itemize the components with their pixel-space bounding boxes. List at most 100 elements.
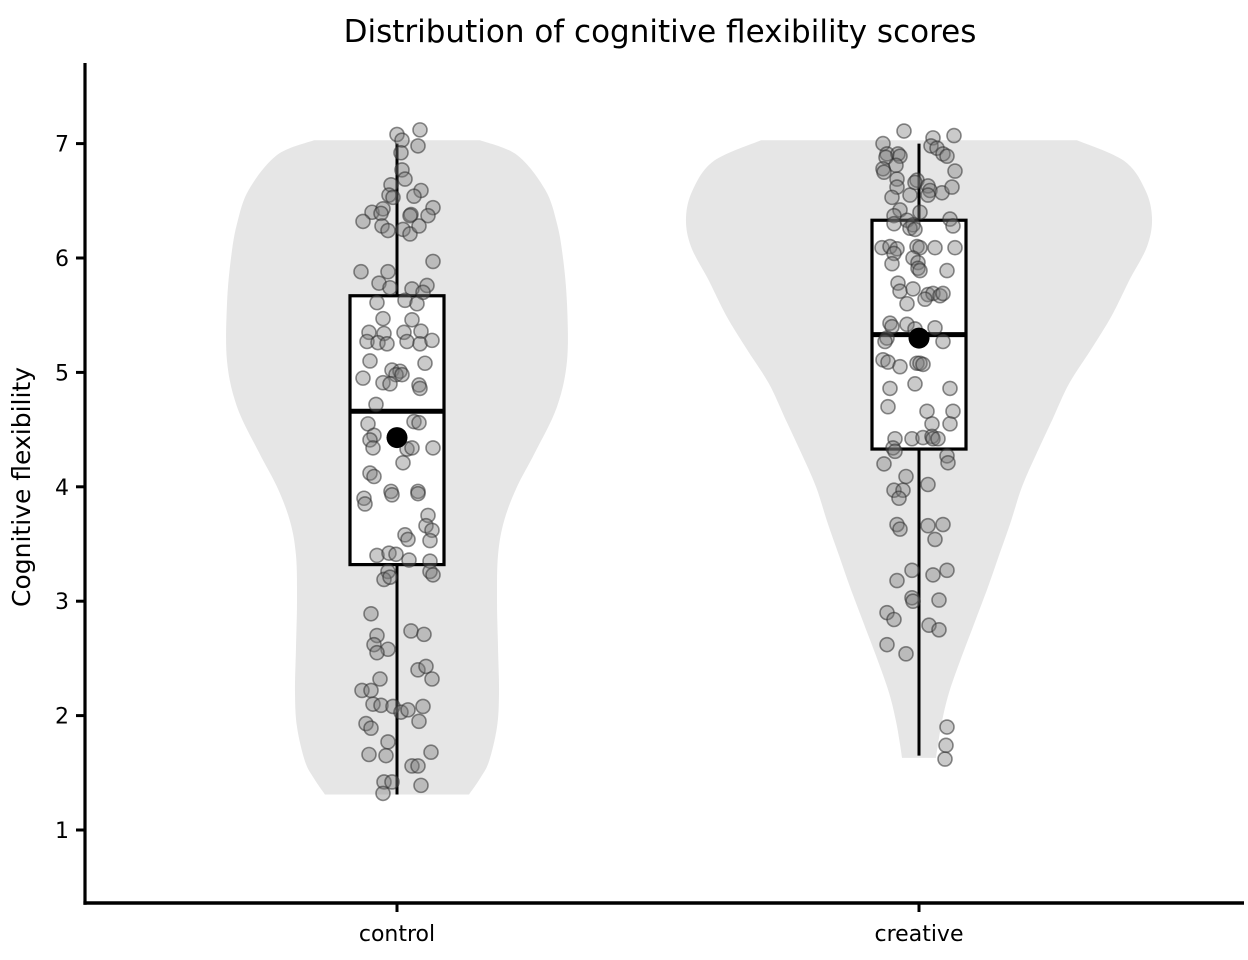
data-point-creative bbox=[929, 140, 945, 156]
data-point-control bbox=[385, 698, 401, 715]
data-point-control bbox=[375, 310, 391, 327]
data-point-creative bbox=[912, 262, 928, 279]
data-point-control bbox=[394, 366, 410, 383]
data-point-control bbox=[416, 626, 432, 643]
data-point-creative bbox=[920, 476, 936, 493]
data-point-creative bbox=[939, 262, 955, 279]
data-point-creative bbox=[902, 187, 918, 203]
y-tick-label-4: 4 bbox=[55, 476, 69, 501]
data-point-control bbox=[424, 332, 440, 349]
data-point-control bbox=[394, 162, 410, 178]
data-point-creative bbox=[925, 430, 941, 447]
data-point-control bbox=[382, 569, 398, 585]
data-point-control bbox=[425, 440, 441, 456]
y-tick-label-5: 5 bbox=[55, 361, 69, 386]
data-point-control bbox=[385, 189, 401, 206]
data-point-control bbox=[393, 144, 409, 161]
y-tick-label-6: 6 bbox=[55, 247, 69, 272]
data-point-creative bbox=[907, 376, 923, 392]
data-point-control bbox=[363, 682, 379, 699]
data-point-control bbox=[413, 323, 429, 340]
data-point-control bbox=[376, 774, 392, 790]
data-point-control bbox=[366, 636, 382, 653]
data-point-control bbox=[397, 292, 413, 309]
data-point-control bbox=[417, 355, 433, 372]
data-point-control bbox=[394, 132, 410, 148]
data-point-creative bbox=[890, 146, 906, 162]
data-point-control bbox=[362, 432, 378, 448]
data-point-creative bbox=[935, 333, 951, 350]
data-point-control bbox=[411, 218, 427, 234]
data-point-creative bbox=[889, 171, 905, 187]
data-point-control bbox=[361, 746, 377, 763]
data-point-creative bbox=[912, 204, 928, 221]
data-point-control bbox=[412, 122, 428, 138]
data-point-control bbox=[363, 720, 379, 736]
data-point-creative bbox=[945, 403, 961, 420]
data-point-control bbox=[418, 658, 434, 675]
data-point-control bbox=[382, 376, 398, 392]
data-point-creative bbox=[930, 430, 946, 447]
data-point-control bbox=[411, 414, 427, 431]
y-axis-label: Cognitive flexibility bbox=[7, 367, 36, 607]
data-point-control bbox=[410, 758, 426, 774]
data-point-creative bbox=[925, 567, 941, 583]
data-point-control bbox=[400, 531, 416, 548]
data-point-creative bbox=[892, 283, 908, 299]
data-point-control bbox=[384, 774, 400, 790]
data-point-creative bbox=[920, 187, 936, 203]
data-point-control bbox=[369, 627, 385, 644]
y-tick-label-3: 3 bbox=[55, 590, 69, 615]
data-point-control bbox=[406, 188, 422, 205]
data-point-control bbox=[409, 295, 425, 312]
data-point-creative bbox=[931, 621, 947, 638]
data-point-control bbox=[379, 335, 395, 352]
data-point-creative bbox=[947, 163, 963, 179]
data-point-control bbox=[368, 396, 384, 413]
data-point-control bbox=[369, 294, 385, 311]
data-point-creative bbox=[907, 221, 923, 238]
data-point-control bbox=[373, 697, 389, 714]
data-point-control bbox=[402, 207, 418, 224]
y-tick-label-1: 1 bbox=[55, 819, 69, 844]
data-point-control bbox=[425, 567, 441, 583]
data-point-creative bbox=[887, 443, 903, 460]
data-point-creative bbox=[889, 572, 905, 589]
data-point-creative bbox=[892, 358, 908, 375]
data-point-creative bbox=[937, 751, 953, 767]
data-point-control bbox=[425, 253, 441, 270]
data-point-creative bbox=[896, 123, 912, 139]
data-point-control bbox=[355, 213, 371, 230]
chart-title: Distribution of cognitive flexibility sc… bbox=[344, 14, 977, 50]
data-point-control bbox=[400, 702, 416, 718]
data-point-control bbox=[395, 454, 411, 471]
data-point-creative bbox=[899, 316, 915, 333]
data-point-creative bbox=[904, 430, 920, 447]
data-point-control bbox=[388, 546, 404, 563]
data-point-creative bbox=[905, 281, 921, 297]
data-point-control bbox=[399, 333, 415, 350]
data-point-creative bbox=[942, 380, 958, 397]
data-point-control bbox=[353, 263, 369, 280]
data-point-control bbox=[411, 713, 427, 730]
data-point-control bbox=[424, 671, 440, 687]
data-point-control bbox=[373, 205, 389, 222]
y-tick-label-7: 7 bbox=[55, 133, 69, 158]
data-point-creative bbox=[899, 295, 915, 312]
data-point-creative bbox=[931, 592, 947, 608]
data-point-creative bbox=[939, 719, 955, 735]
data-point-creative bbox=[877, 333, 893, 350]
data-point-creative bbox=[891, 490, 907, 507]
data-point-control bbox=[404, 311, 420, 328]
axes-layer bbox=[76, 63, 1244, 912]
data-point-creative bbox=[886, 215, 902, 232]
data-point-control bbox=[375, 785, 391, 802]
data-point-control bbox=[412, 380, 428, 397]
data-point-creative bbox=[920, 517, 936, 534]
data-point-creative bbox=[895, 482, 911, 499]
data-point-control bbox=[372, 671, 388, 687]
data-point-creative bbox=[939, 562, 955, 579]
data-point-creative bbox=[927, 531, 943, 548]
